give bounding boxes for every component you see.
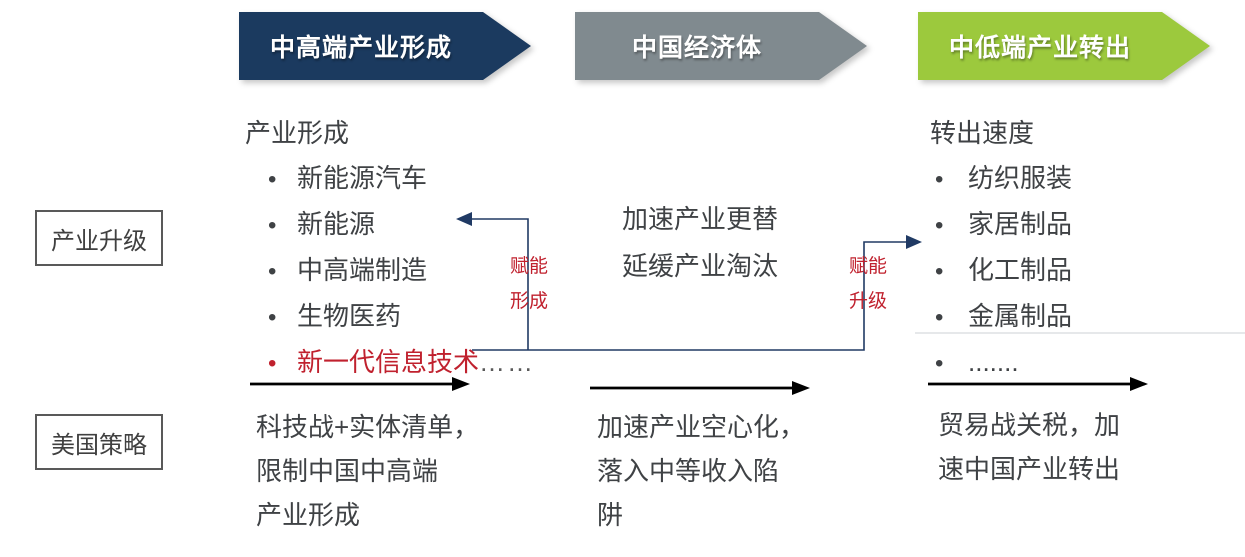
list-item: • 纺织服装: [930, 156, 1230, 202]
list-item-label: 纺织服装: [968, 163, 1073, 193]
us-strategy-note-formation: 科技战+实体清单， 限制中国中高端 产业形成: [256, 412, 480, 530]
list-item: • 金属制品: [930, 294, 1230, 340]
industry-transfer-list: 转出速度 • 纺织服装 • 家居制品 • 化工制品 • 金属制品 • .....…: [930, 111, 1230, 386]
list-item: • 新能源汽车: [245, 156, 545, 202]
timeline-arrowhead-middle-icon: [792, 381, 810, 395]
list-title: 产业形成: [245, 118, 350, 148]
list-item-label: .......: [968, 347, 1019, 377]
bullet-icon: •: [268, 166, 277, 193]
row-label-industry-upgrade: 产业升级: [35, 210, 163, 266]
stage-chevron-china-economy: 中国经济体: [575, 12, 867, 80]
list-item-label: 生物医药: [297, 301, 402, 331]
stage-title: 中低端产业转出: [948, 34, 1131, 62]
list-item-label: 化工制品: [968, 255, 1073, 285]
row-label-us-strategy: 美国策略: [35, 414, 163, 470]
stage-title: 中国经济体: [631, 34, 762, 62]
bullet-icon: •: [935, 304, 944, 331]
stage-title: 中高端产业形成: [269, 34, 452, 62]
list-item-label: 新一代信息技术: [297, 347, 480, 377]
bullet-icon: •: [935, 166, 944, 193]
chevron-arrow-shape: [575, 12, 867, 80]
list-item-highlighted: • 新一代信息技术 ……: [245, 340, 545, 386]
bullet-icon: •: [935, 350, 944, 377]
list-item-label: 中高端制造: [297, 255, 428, 285]
list-item: • 中高端制造: [245, 248, 545, 294]
connector-label-empower-formation: 赋能 形成: [509, 256, 548, 312]
list-item: • 化工制品: [930, 248, 1230, 294]
connector-label-empower-upgrade: 赋能 升级: [848, 256, 887, 312]
list-item: • .......: [930, 340, 1230, 386]
arrowhead-right-icon: [906, 235, 922, 249]
bullet-icon: •: [268, 350, 277, 377]
bullet-icon: •: [268, 304, 277, 331]
stage-chevron-mid-high-end-formation: 中高端产业形成: [239, 12, 531, 80]
bullet-icon: •: [935, 212, 944, 239]
chevron-arrow-shape: [918, 12, 1210, 80]
list-item: • 新能源: [245, 202, 545, 248]
stage-chevron-mid-low-end-transfer: 中低端产业转出: [918, 12, 1210, 80]
list-item-label: 家居制品: [968, 209, 1073, 239]
us-strategy-note-tariff: 贸易战关税，加 速中国产业转出: [938, 410, 1121, 484]
chevron-arrow-shape: [239, 12, 531, 80]
ellipsis-suffix: ……: [479, 347, 536, 377]
bullet-icon: •: [935, 258, 944, 285]
list-item: • 家居制品: [930, 202, 1230, 248]
list-title: 转出速度: [930, 118, 1035, 148]
economy-effect-text: 加速产业更替 延缓产业淘汰: [621, 204, 778, 281]
bullet-icon: •: [268, 212, 277, 239]
bullet-icon: •: [268, 258, 277, 285]
list-item-label: 金属制品: [968, 301, 1073, 331]
list-item-label: 新能源: [297, 209, 376, 239]
industry-formation-list: 产业形成 • 新能源汽车 • 新能源 • 中高端制造 • 生物医药 • 新一代信…: [245, 111, 545, 386]
list-item-label: 新能源汽车: [297, 163, 428, 193]
us-strategy-note-hollowing: 加速产业空心化， 落入中等收入陷 阱: [597, 412, 806, 530]
list-item: • 生物医药: [245, 294, 545, 340]
